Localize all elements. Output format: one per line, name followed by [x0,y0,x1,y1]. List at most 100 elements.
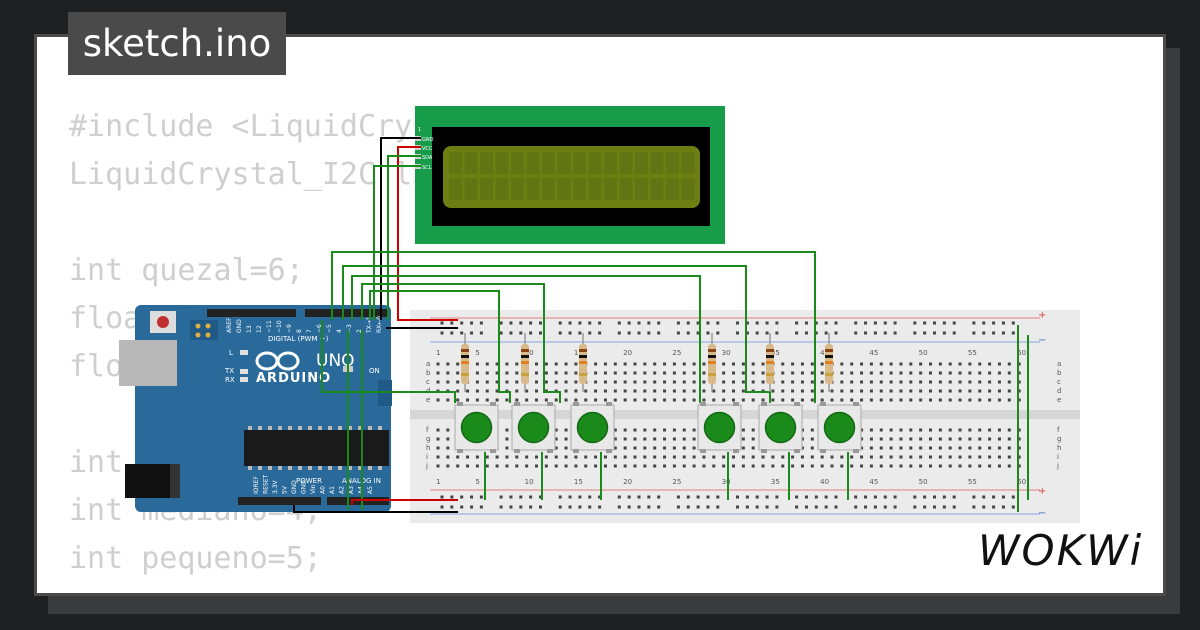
column-number: 45 [869,478,878,486]
row-letter: j [425,462,428,470]
wire-gnd-bottom [293,505,458,513]
digital-pin-label: ~6 [316,324,323,333]
rail-minus-top: − [1038,335,1046,346]
column-number: 5 [475,349,479,357]
column-number: 45 [869,349,878,357]
power-label: POWER [296,477,322,485]
power-pin-label: Vin [310,484,317,494]
digital-pin-label: TX→1 [366,316,373,334]
rail-minus-bottom: − [1038,508,1046,519]
row-letter: a [426,360,430,368]
digital-pin-label: ~5 [326,324,333,333]
tx-label: TX [224,367,234,375]
header-power [238,497,321,505]
pushbutton[interactable] [454,402,499,453]
row-letter: g [426,435,430,443]
digital-pin-label: 8 [296,329,303,333]
lcd-pin-scl: SCL [422,165,432,171]
row-letter: j [1056,462,1059,470]
resistor[interactable] [766,333,774,392]
power-pin-label: A2 [339,486,346,494]
row-letter: h [426,444,430,452]
pushbutton[interactable] [570,402,615,453]
column-number: 15 [574,349,583,357]
resistor[interactable] [461,333,469,392]
lcd-pin1-label: 1 [418,127,421,133]
column-number: 40 [820,478,829,486]
pushbutton[interactable] [758,402,803,453]
digital-pin-label: ~10 [276,320,283,333]
row-letter: f [1057,426,1060,434]
wire-lcd-scl [373,165,421,320]
lcd-display[interactable]: 1 GND VCC SDA SCL [415,106,725,244]
column-number: 30 [722,478,731,486]
column-number: 55 [968,349,977,357]
digital-pin-label: 13 [246,325,253,333]
atmega-chip [244,430,389,466]
column-number: 40 [820,349,829,357]
rx-label: RX [225,376,235,384]
column-number: 20 [623,478,632,486]
row-letter: c [1057,378,1061,386]
wire-d6 [369,290,511,403]
infinity-logo-icon [255,351,300,371]
resistor[interactable] [825,333,833,392]
column-number: 35 [771,349,780,357]
pushbutton[interactable] [817,402,862,453]
row-letter: f [426,426,429,434]
power-pin-label: A1 [329,486,336,494]
column-number: 55 [968,478,977,486]
usb-port [119,340,177,386]
digital-pin-label: GND [236,319,243,333]
column-number: 15 [574,478,583,486]
digital-label: DIGITAL (PWM ~) [268,335,329,343]
column-number: 10 [525,478,534,486]
column-number: 35 [771,478,780,486]
arduino-uno[interactable]: ARDUINO UNO DIGITAL (PWM ~) ANALOG IN PO… [119,305,392,512]
wire-d4 [351,275,701,403]
wire-d5 [361,283,561,403]
column-number: 25 [672,349,681,357]
rail-plus-top: + [1038,310,1046,321]
resistor[interactable] [521,333,529,392]
row-letter: i [1057,453,1059,461]
digital-pin-label: 7 [306,329,313,333]
digital-pin-label: 12 [256,325,263,333]
lcd-pin-sda: SDA [422,155,433,161]
arduino-logo: ARDUINO [256,371,331,386]
wire-d2 [331,251,816,403]
rail-plus-bottom: + [1038,486,1046,497]
column-number: 1 [436,349,440,357]
digital-pin-label: RX←0 [376,316,383,333]
pushbutton[interactable] [511,402,556,453]
column-number: 60 [1017,349,1026,357]
power-pin-label: GND [291,480,298,494]
resistor[interactable] [579,333,587,392]
column-number: 25 [672,478,681,486]
l-label: L [229,349,233,357]
column-number: 20 [623,349,632,357]
column-number: 30 [722,349,731,357]
row-letter: i [426,453,428,461]
power-pin-label: 5V [282,485,289,494]
lcd-pin-vcc: VCC [422,146,433,152]
row-letter: g [1057,435,1061,443]
row-letter: d [1057,387,1061,395]
on-label: ON [369,367,380,375]
wires [293,137,1029,513]
row-letter: e [1057,396,1061,404]
lcd-pin-gnd: GND [422,137,434,143]
wokwi-logo: WOKWi [978,526,1144,575]
power-pin-label: 3.3V [272,479,279,494]
row-letter: b [1057,369,1062,377]
power-pin-label: RESET [263,474,270,494]
resistor[interactable] [708,333,716,392]
sketch-title: sketch.ino [68,12,286,75]
row-letter: e [426,396,430,404]
pushbutton[interactable] [697,402,742,453]
power-jack [125,464,177,498]
wire-lcd-vcc [397,146,458,321]
column-number: 1 [436,478,440,486]
row-letter: c [426,378,430,386]
power-pin-label: A3 [348,486,355,494]
